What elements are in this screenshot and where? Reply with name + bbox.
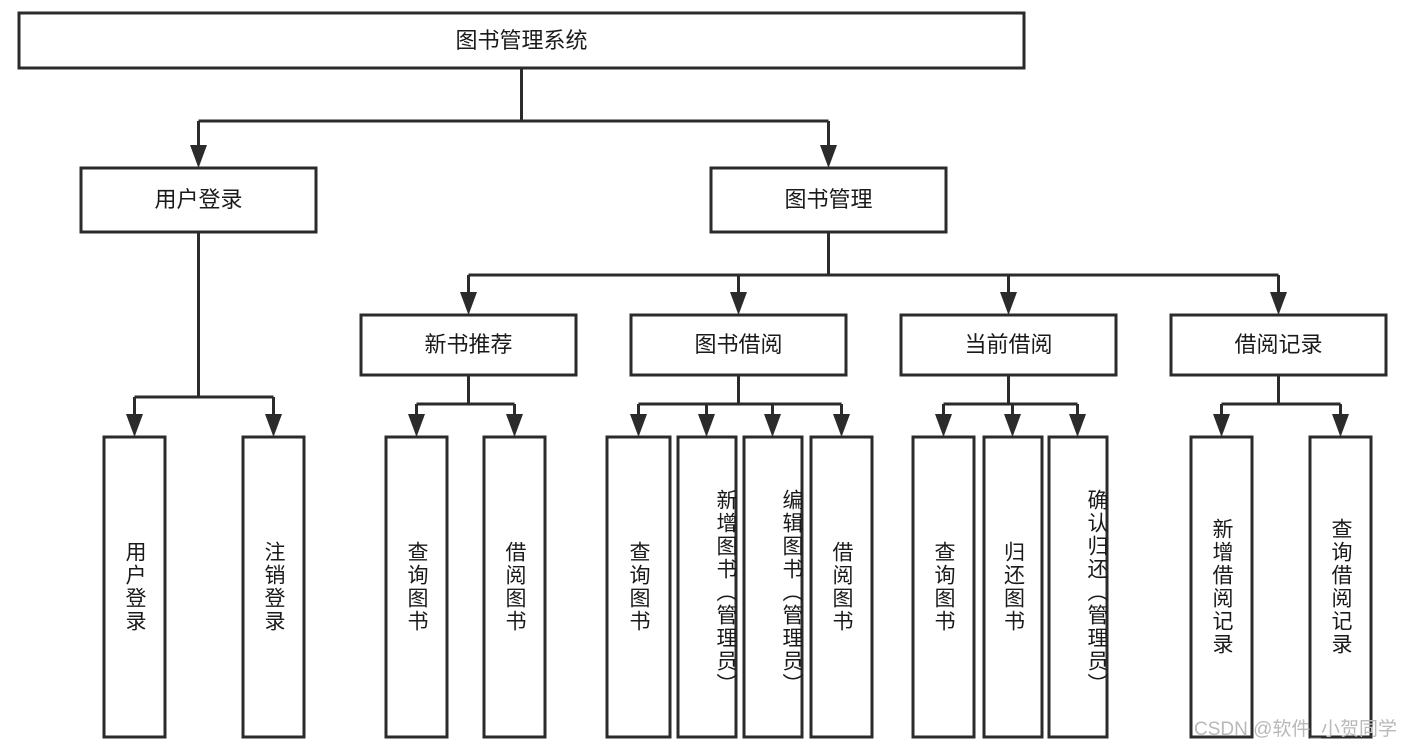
arrow-to-borrow-record xyxy=(1270,292,1287,315)
node-book-manage[interactable]: 图书管理 xyxy=(709,166,948,234)
node-new-book-recommend-label: 新书推荐 xyxy=(424,332,512,357)
arrow-to-leaf-add-book-admin xyxy=(698,414,715,437)
arrow-to-leaf-confirm-return-admin xyxy=(1069,414,1086,437)
connector-borrow-record-trunk xyxy=(1220,375,1342,417)
csdn-watermark: CSDN @软件_小贺同学 xyxy=(1194,719,1397,740)
arrowhead-group xyxy=(126,145,1349,437)
node-borrow-record-box[interactable] xyxy=(1169,313,1388,377)
node-book-borrow-box[interactable] xyxy=(629,313,848,377)
arrow-to-leaf-query-book-1 xyxy=(408,414,425,437)
node-book-manage-label: 图书管理 xyxy=(784,187,872,212)
node-user-login[interactable]: 用户登录 xyxy=(79,166,318,234)
connector-book-manage-trunk xyxy=(467,232,1280,295)
arrow-to-leaf-borrow-book-2 xyxy=(833,414,850,437)
connector-current-borrow-trunk xyxy=(942,375,1079,417)
node-leaf-edit-book-admin-box[interactable] xyxy=(742,435,804,739)
arrow-to-leaf-user-logout xyxy=(265,414,282,437)
arrow-to-leaf-query-book-3 xyxy=(935,414,952,437)
leaf-node-group xyxy=(102,435,1373,739)
node-borrow-record-label: 借阅记录 xyxy=(1234,332,1322,357)
node-user-login-box[interactable] xyxy=(79,166,318,234)
node-leaf-borrow-book-2-box[interactable] xyxy=(809,435,874,739)
node-root-box[interactable] xyxy=(17,11,1026,70)
node-book-borrow[interactable]: 图书借阅 xyxy=(629,313,848,377)
arrow-to-new-book-recommend xyxy=(460,292,477,315)
node-leaf-confirm-return-admin-box[interactable] xyxy=(1047,435,1109,739)
arrow-to-leaf-return-book xyxy=(1004,414,1021,437)
node-leaf-query-borrow-record-box[interactable] xyxy=(1308,435,1373,739)
node-current-borrow-label: 当前借阅 xyxy=(964,332,1052,357)
arrow-to-book-borrow xyxy=(730,292,747,315)
node-leaf-add-book-admin-box[interactable] xyxy=(676,435,738,739)
arrow-to-leaf-borrow-book-1 xyxy=(506,414,523,437)
node-leaf-add-borrow-record-box[interactable] xyxy=(1189,435,1254,739)
node-leaf-query-book-1-box[interactable] xyxy=(384,435,449,739)
node-leaf-query-book-2-box[interactable] xyxy=(605,435,672,739)
arrow-to-current-borrow xyxy=(1000,292,1017,315)
arrow-to-leaf-query-book-2 xyxy=(630,414,647,437)
node-new-book-recommend-box[interactable] xyxy=(359,313,578,377)
arrow-to-leaf-add-borrow-record xyxy=(1213,414,1230,437)
connector-user-login-trunk xyxy=(133,232,275,417)
arrow-to-leaf-edit-book-admin xyxy=(764,414,781,437)
node-book-manage-box[interactable] xyxy=(709,166,948,234)
arrow-to-leaf-query-borrow-record xyxy=(1332,414,1349,437)
node-leaf-user-logout-box[interactable] xyxy=(241,435,306,739)
connector-new-book-recommend-trunk xyxy=(415,375,516,417)
node-new-book-recommend[interactable]: 新书推荐 xyxy=(359,313,578,377)
node-user-login-label: 用户登录 xyxy=(154,187,242,212)
node-current-borrow-box[interactable] xyxy=(899,313,1118,377)
node-leaf-return-book-box[interactable] xyxy=(982,435,1044,739)
node-root-label: 图书管理系统 xyxy=(455,28,587,53)
connector-book-borrow-trunk xyxy=(637,375,843,417)
node-root[interactable]: 图书管理系统 xyxy=(17,11,1026,70)
connector-group xyxy=(133,68,1342,417)
node-leaf-query-book-3-box[interactable] xyxy=(911,435,976,739)
node-leaf-borrow-book-1-box[interactable] xyxy=(482,435,547,739)
node-current-borrow[interactable]: 当前借阅 xyxy=(899,313,1118,377)
arrow-to-leaf-user-login xyxy=(126,414,143,437)
arrow-to-book-manage xyxy=(820,145,837,168)
connector-root-trunk xyxy=(197,68,830,148)
node-book-borrow-label: 图书借阅 xyxy=(694,332,782,357)
node-leaf-user-login-box[interactable] xyxy=(102,435,167,739)
arrow-to-user-login xyxy=(190,145,207,168)
node-borrow-record[interactable]: 借阅记录 xyxy=(1169,313,1388,377)
